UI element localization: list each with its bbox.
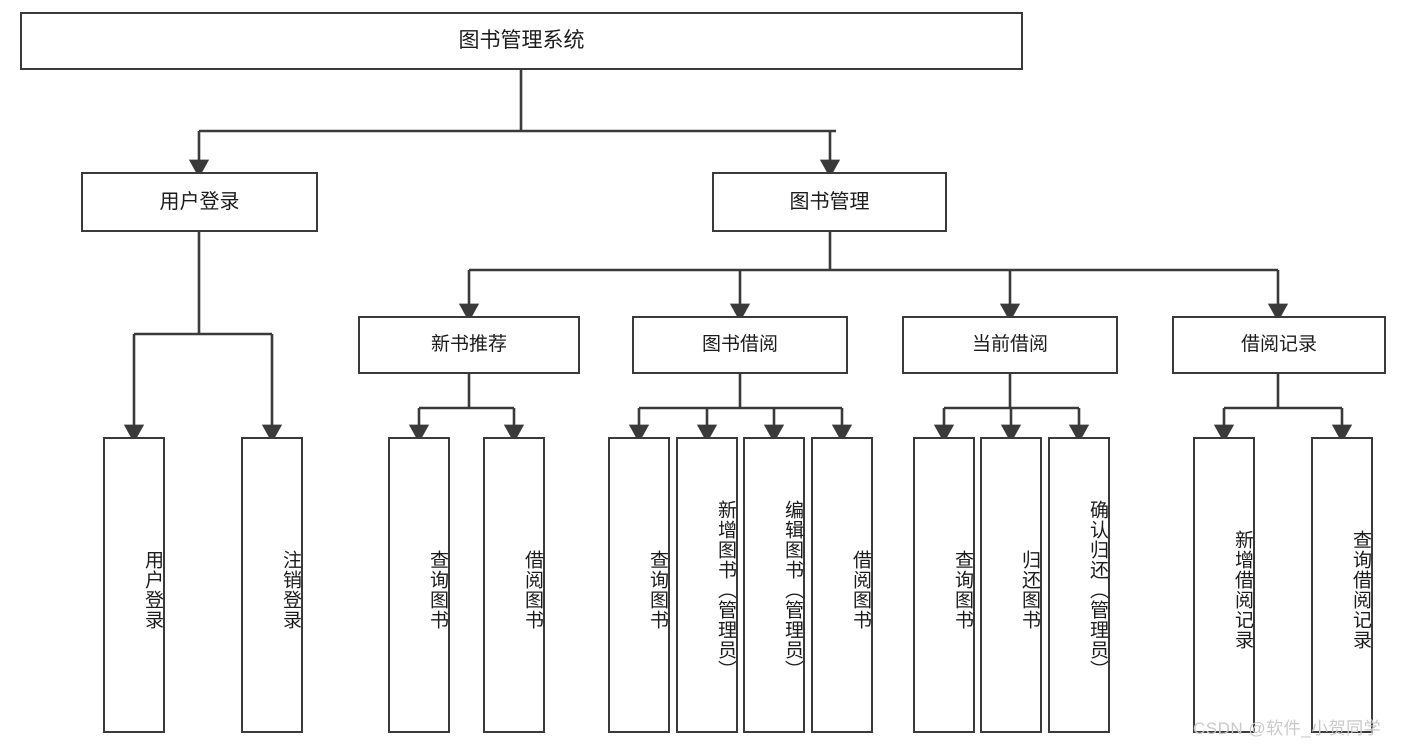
node-user-login-label: 用户登录 — [159, 190, 240, 213]
node-leaf-user-login[interactable]: 用户登录 — [103, 437, 165, 733]
node-leaf-confirm-return-admin-label: 确认归还（管理员） — [1087, 500, 1108, 680]
node-leaf-borrow-book-1[interactable]: 借阅图书 — [483, 437, 545, 733]
node-leaf-query-book-3-label: 查询图书 — [952, 550, 973, 630]
node-leaf-user-login-label: 用户登录 — [142, 550, 163, 630]
node-leaf-borrow-book-1-label: 借阅图书 — [522, 550, 543, 630]
node-new-book-recommend[interactable]: 新书推荐 — [358, 316, 580, 374]
csdn-watermark: CSDN @软件_小贺同学 — [1193, 719, 1382, 738]
node-root-label: 图书管理系统 — [458, 29, 585, 53]
node-leaf-add-borrow-record-label: 新增借阅记录 — [1232, 530, 1253, 650]
node-book-management-label: 图书管理 — [789, 190, 870, 213]
node-leaf-query-book-1[interactable]: 查询图书 — [388, 437, 450, 733]
node-leaf-return-book-label: 归还图书 — [1019, 550, 1040, 630]
node-leaf-query-borrow-record[interactable]: 查询借阅记录 — [1311, 437, 1373, 733]
node-leaf-edit-book-admin-label: 编辑图书（管理员） — [782, 500, 803, 680]
node-current-borrow-label: 当前借阅 — [971, 334, 1048, 356]
node-leaf-query-book-2-label: 查询图书 — [647, 550, 668, 630]
node-leaf-query-book-2[interactable]: 查询图书 — [608, 437, 670, 733]
node-leaf-borrow-book-2-label: 借阅图书 — [850, 550, 871, 630]
node-leaf-confirm-return-admin[interactable]: 确认归还（管理员） — [1048, 437, 1110, 733]
node-leaf-add-book-admin-label: 新增图书（管理员） — [715, 500, 736, 680]
node-leaf-logout-label: 注销登录 — [280, 550, 301, 630]
node-book-borrow[interactable]: 图书借阅 — [632, 316, 848, 374]
node-current-borrow[interactable]: 当前借阅 — [902, 316, 1118, 374]
node-leaf-add-borrow-record[interactable]: 新增借阅记录 — [1193, 437, 1255, 733]
node-leaf-query-borrow-record-label: 查询借阅记录 — [1350, 530, 1371, 650]
node-book-borrow-label: 图书借阅 — [701, 334, 778, 356]
node-leaf-query-book-1-label: 查询图书 — [427, 550, 448, 630]
node-leaf-return-book[interactable]: 归还图书 — [980, 437, 1042, 733]
node-book-management[interactable]: 图书管理 — [712, 172, 947, 232]
node-new-book-recommend-label: 新书推荐 — [430, 334, 507, 356]
node-user-login[interactable]: 用户登录 — [81, 172, 318, 232]
node-leaf-add-book-admin[interactable]: 新增图书（管理员） — [676, 437, 738, 733]
node-root[interactable]: 图书管理系统 — [20, 12, 1023, 70]
node-borrow-records[interactable]: 借阅记录 — [1172, 316, 1386, 374]
node-leaf-logout[interactable]: 注销登录 — [241, 437, 303, 733]
node-borrow-records-label: 借阅记录 — [1240, 334, 1317, 356]
node-leaf-query-book-3[interactable]: 查询图书 — [913, 437, 975, 733]
node-leaf-borrow-book-2[interactable]: 借阅图书 — [811, 437, 873, 733]
node-leaf-edit-book-admin[interactable]: 编辑图书（管理员） — [743, 437, 805, 733]
